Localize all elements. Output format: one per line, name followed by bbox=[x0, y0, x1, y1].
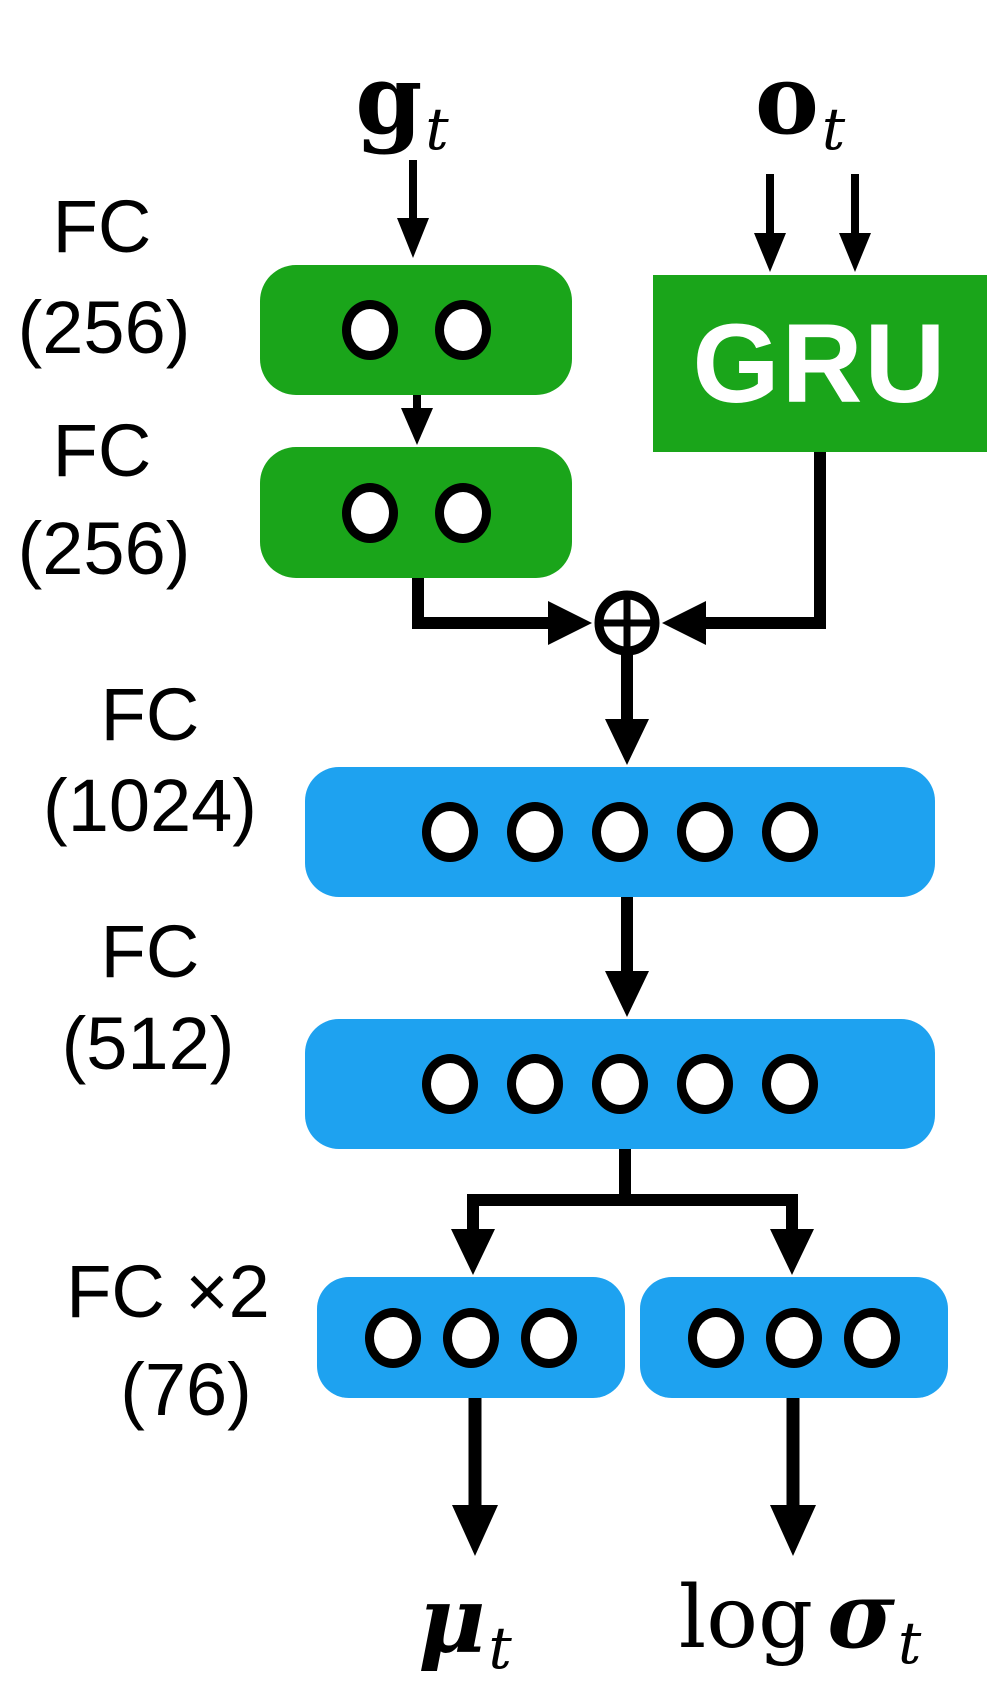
neuron-circle bbox=[762, 1054, 818, 1114]
arrows-group bbox=[397, 160, 871, 445]
merge-oplus-icon bbox=[594, 590, 660, 656]
arrowhead-into-merge-left bbox=[548, 601, 592, 645]
neuron-circle bbox=[688, 1307, 744, 1368]
fc256-1-units bbox=[341, 300, 491, 360]
label-256-2: (256) bbox=[17, 507, 191, 590]
neuron-circle bbox=[762, 802, 818, 862]
neuron-circle bbox=[521, 1307, 577, 1368]
arrow-gt-input bbox=[397, 160, 429, 258]
fc256-2-units bbox=[341, 482, 491, 543]
neuron-circle bbox=[341, 300, 398, 360]
mu-subscript: t bbox=[488, 1614, 512, 1683]
line-gru-to-merge bbox=[704, 451, 826, 629]
fc76-sigma-layer bbox=[640, 1277, 948, 1398]
arrow-ot-input-right bbox=[839, 174, 871, 272]
fc76-mu-layer bbox=[317, 1277, 625, 1398]
arrow-fc256a-to-fc256b bbox=[401, 394, 433, 445]
arrowhead-into-fc1024 bbox=[605, 719, 649, 765]
label-fc-x2: FC ×2 bbox=[66, 1250, 270, 1333]
arrowhead-into-fc76-mu bbox=[451, 1229, 495, 1275]
neuron-circle bbox=[677, 802, 733, 862]
neuron-circle bbox=[434, 482, 491, 543]
label-512: (512) bbox=[61, 1002, 235, 1085]
input-label-ot: ot bbox=[755, 52, 845, 159]
output-label-mu: μt bbox=[418, 1574, 512, 1677]
arrowhead-out-sigma bbox=[770, 1505, 816, 1556]
neuron-circle bbox=[443, 1307, 499, 1368]
arrow-ot-input-left bbox=[754, 174, 786, 272]
fc256-layer-1 bbox=[260, 265, 572, 395]
merge-connectors bbox=[412, 451, 826, 1508]
gru-block: GRU bbox=[653, 275, 987, 452]
neuron-circle bbox=[507, 1054, 563, 1114]
label-fc-1: FC bbox=[52, 185, 152, 268]
label-256-1: (256) bbox=[17, 286, 191, 369]
neuron-circle bbox=[422, 1054, 478, 1114]
arrowhead-into-merge-right bbox=[662, 601, 706, 645]
fc1024-layer bbox=[305, 767, 935, 897]
neuron-circle bbox=[677, 1054, 733, 1114]
neuron-circle bbox=[341, 482, 398, 543]
arrowhead-into-fc512 bbox=[605, 971, 649, 1017]
line-split-right bbox=[619, 1194, 798, 1232]
gru-label: GRU bbox=[692, 300, 948, 426]
label-fc-2: FC bbox=[52, 409, 152, 492]
fc512-units bbox=[422, 1054, 818, 1114]
line-split-left bbox=[467, 1148, 631, 1232]
label-fc-4: FC bbox=[100, 910, 200, 993]
neuron-circle bbox=[422, 802, 478, 862]
log-prefix: log bbox=[678, 1568, 814, 1668]
label-fc-3: FC bbox=[100, 673, 200, 756]
gt-subscript: t bbox=[425, 95, 449, 164]
line-fc256b-to-merge bbox=[412, 577, 550, 629]
neuron-circle bbox=[507, 802, 563, 862]
neuron-circle bbox=[592, 802, 648, 862]
label-76: (76) bbox=[120, 1348, 252, 1431]
thick-arrowheads bbox=[451, 601, 816, 1556]
fc256-layer-2 bbox=[260, 447, 572, 578]
fc512-layer bbox=[305, 1019, 935, 1149]
neuron-circle bbox=[365, 1307, 421, 1368]
arrowhead-into-fc76-sigma bbox=[770, 1229, 814, 1275]
sigma-base: σ bbox=[827, 1561, 895, 1669]
neuron-circle bbox=[766, 1307, 822, 1368]
fc1024-units bbox=[422, 802, 818, 862]
neuron-circle bbox=[592, 1054, 648, 1114]
ot-subscript: t bbox=[821, 95, 846, 164]
arrowhead-out-mu bbox=[452, 1505, 498, 1556]
label-1024: (1024) bbox=[43, 764, 257, 847]
sigma-subscript: t bbox=[897, 1609, 922, 1678]
mu-base: μ bbox=[418, 1566, 486, 1674]
ot-base: o bbox=[754, 43, 819, 156]
input-label-gt: gt bbox=[355, 52, 448, 159]
fc76-mu-units bbox=[365, 1307, 577, 1368]
fc76-sigma-units bbox=[688, 1307, 900, 1368]
gt-base: g bbox=[355, 43, 423, 156]
neuron-circle bbox=[844, 1307, 900, 1368]
neuron-circle bbox=[434, 300, 491, 360]
